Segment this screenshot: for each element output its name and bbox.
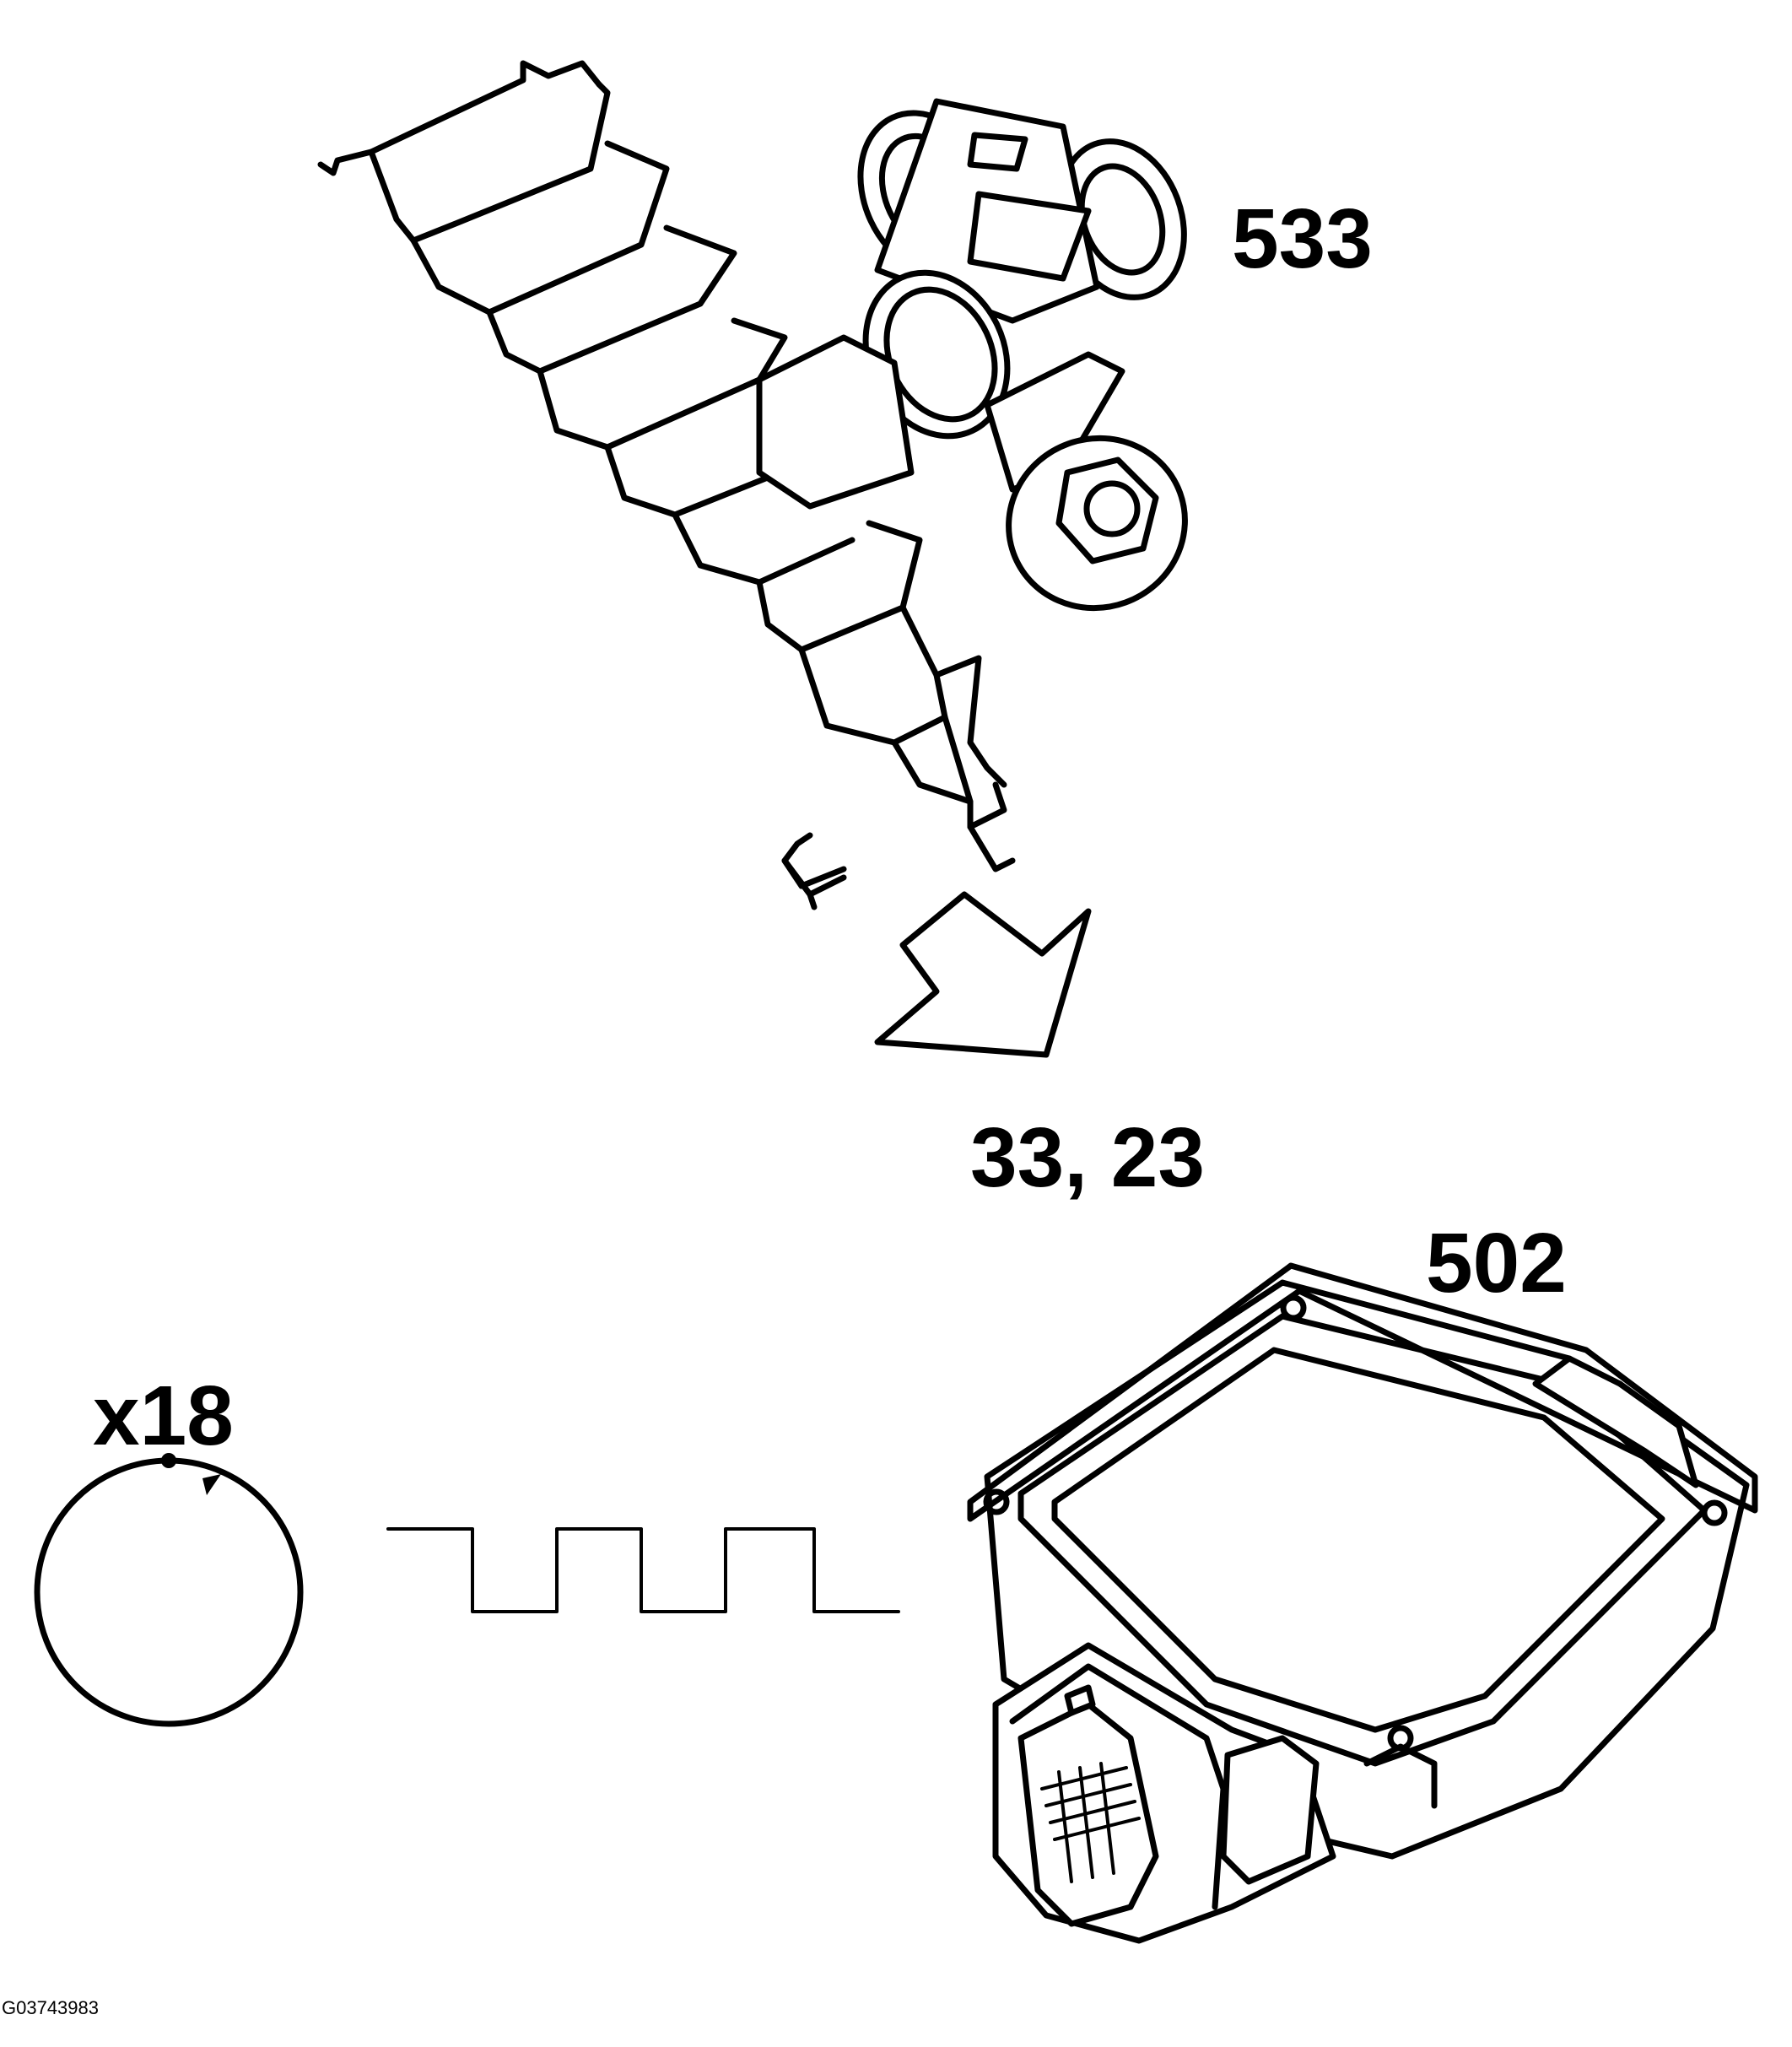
sensor-533-illustration [756, 98, 1188, 612]
label-module-502: 502 [1426, 1216, 1567, 1310]
wiring-harness-conduit [317, 60, 1016, 910]
control-module-502-illustration [967, 1262, 1758, 1944]
label-tooth-count: x18 [93, 1369, 234, 1463]
square-wave-signal [386, 1527, 900, 1613]
label-pins-33-23: 33, 23 [970, 1110, 1206, 1205]
label-sensor-533: 533 [1232, 192, 1373, 286]
trigger-wheel-circle [34, 1453, 304, 1727]
figure-id: G03743983 [2, 1997, 99, 2018]
signal-flow-arrow [874, 891, 1092, 1058]
